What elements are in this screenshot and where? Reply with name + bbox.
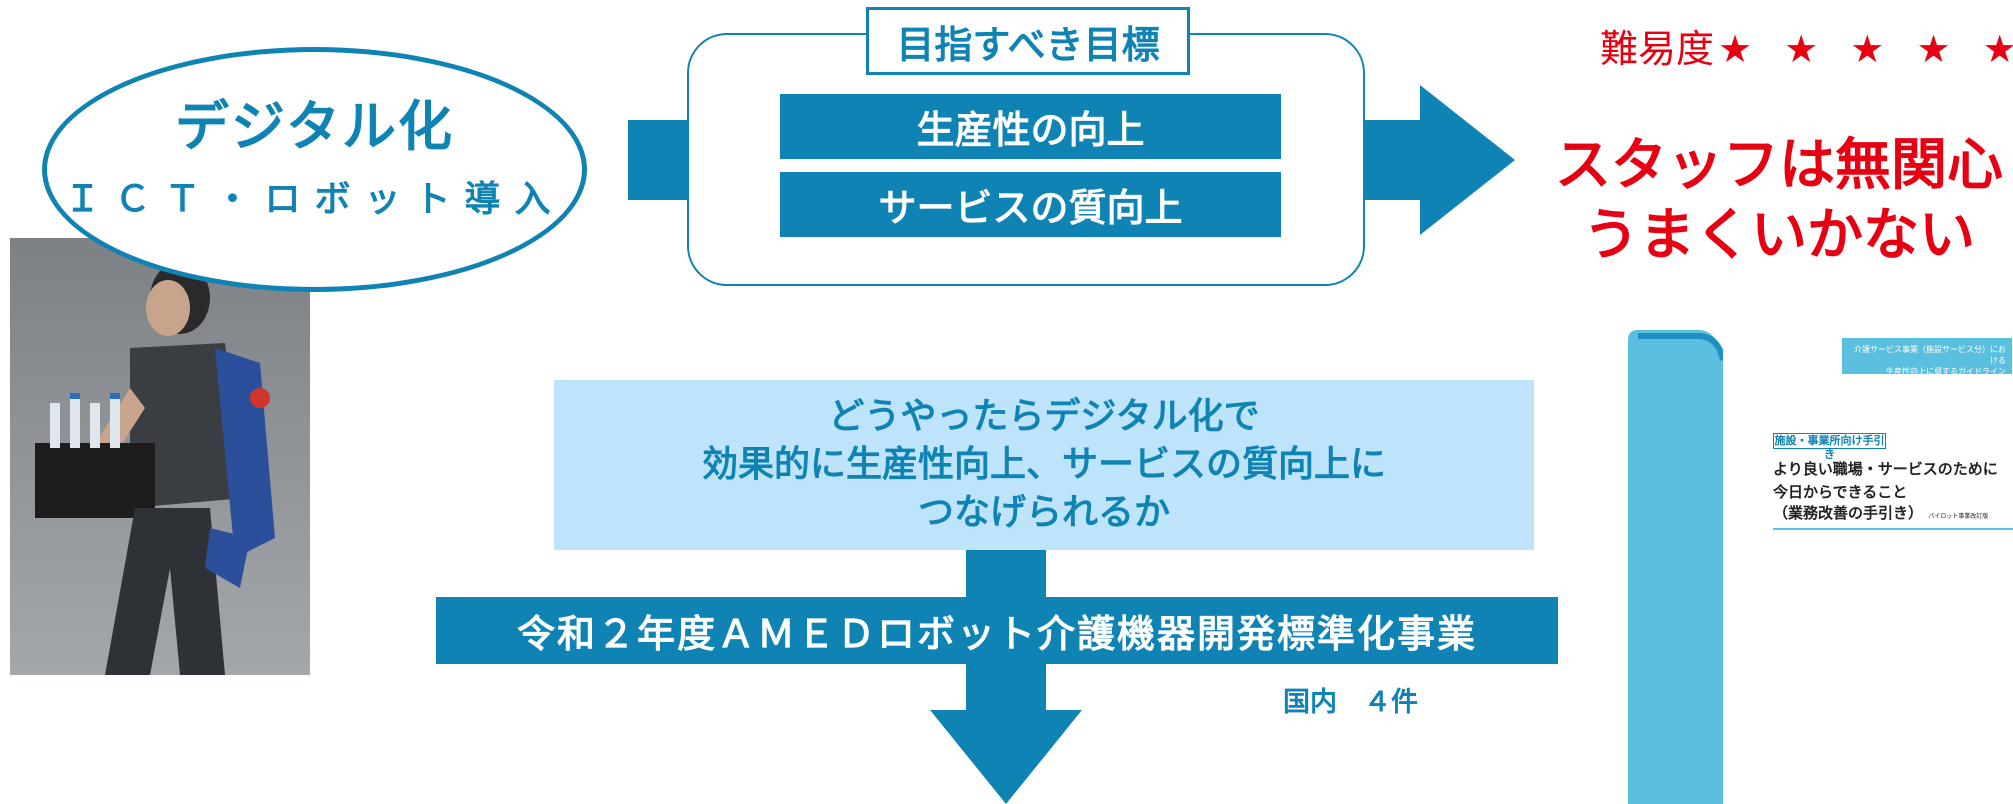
- result-line-1: スタッフは無関心: [1555, 133, 2003, 198]
- difficulty-rating: 難易度★ ★ ★ ★ ★: [1600, 18, 2013, 73]
- goal-item-service-quality: サービスの質向上: [780, 172, 1281, 237]
- digitalization-title: デジタル化: [175, 95, 454, 158]
- cover-title-note: パイロット事業改訂版: [1928, 513, 1989, 520]
- difficulty-label: 難易度: [1600, 27, 1715, 71]
- question-box: どうやったらデジタル化で 効果的に生産性向上、サービスの質向上に つなげられるか: [554, 380, 1534, 550]
- cover-title-line-3: （業務改善の手引き） パイロット事業改訂版: [1773, 502, 1988, 523]
- cover-divider: [1773, 528, 2013, 530]
- question-project-connector: [966, 550, 1046, 600]
- right-arrow: [1365, 85, 1515, 235]
- project-title-bar: 令和２年度ＡＭＥＤロボット介護機器開発標準化事業: [436, 597, 1558, 664]
- question-line-3: つなげられるか: [917, 492, 1170, 533]
- goal-label: 目指すべき目標: [866, 7, 1190, 75]
- cover-title-line-3-text: （業務改善の手引き）: [1773, 504, 1924, 522]
- cover-title-line-1: より良い職場・サービスのために: [1773, 460, 1998, 478]
- exoskeleton-photo: [10, 238, 310, 675]
- cover-header-line-1: 介護サービス事業（施設サービス分）における: [1854, 345, 2006, 365]
- cover-tag: 施設・事業所向け手引き: [1773, 433, 1886, 461]
- question-line-2: 効果的に生産性向上、サービスの質向上に: [701, 444, 1386, 485]
- digitalization-subtitle: ＩＣＴ・ロボット導入: [64, 179, 565, 220]
- down-arrow: [930, 664, 1082, 804]
- digitalization-ellipse: [42, 47, 587, 292]
- cover-title-line-2: 今日からできること: [1773, 483, 1908, 501]
- result-line-2: うまくいかない: [1583, 203, 1975, 268]
- difficulty-stars-icon: ★ ★ ★ ★ ★: [1718, 27, 2013, 71]
- guideline-cover-image: [1628, 330, 2013, 804]
- cover-header-line-2: 生産性向上に資するガイドライン: [1886, 367, 2006, 376]
- domestic-count: 国内 ４件: [1283, 687, 1418, 718]
- question-line-1: どうやったらデジタル化で: [828, 396, 1260, 437]
- goal-item-productivity: 生産性の向上: [780, 94, 1281, 159]
- left-connector-block: [628, 120, 688, 200]
- cover-header: 介護サービス事業（施設サービス分）における 生産性向上に資するガイドライン: [1842, 338, 2012, 376]
